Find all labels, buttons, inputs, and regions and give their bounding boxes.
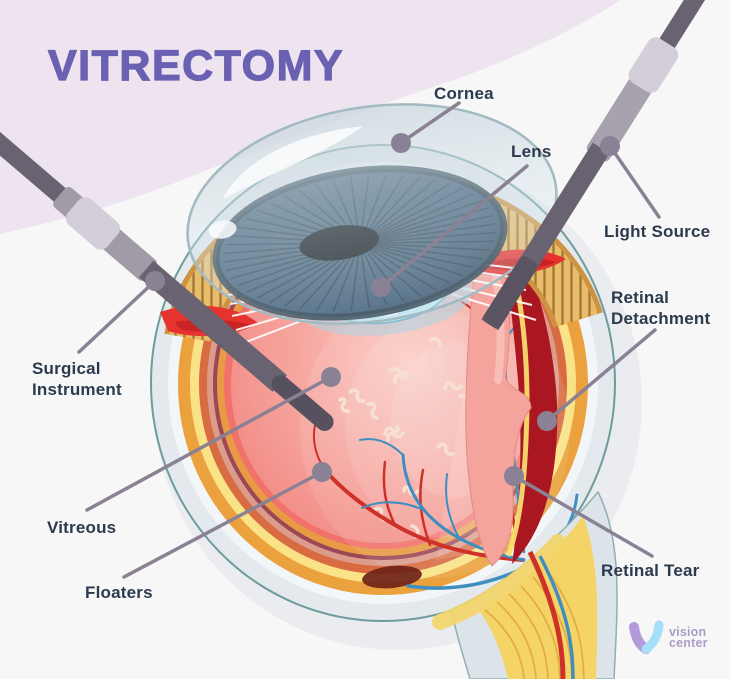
label-surgical-instrument: Surgical Instrument [32, 359, 122, 400]
cornea-dome [186, 103, 558, 325]
lens-leader-line [379, 164, 529, 289]
vitreous-leader-dot [321, 367, 341, 387]
surgical-instrument-rod [0, 111, 334, 431]
retinal-tear-leader-line [512, 474, 654, 558]
surgical-instrument-leader-dot [145, 271, 165, 291]
background-blob [0, 0, 620, 234]
retinal-detachment-leader-dot [537, 411, 557, 431]
page-title: VITRECTOMY [47, 41, 345, 90]
leader-lines [77, 101, 661, 579]
surgical-instrument-leader-line [77, 279, 157, 354]
light-source-rod [481, 0, 720, 331]
logo-line1: vision [669, 624, 707, 639]
light-source-leader-line [608, 144, 661, 219]
macula-dark-spot [362, 565, 422, 589]
vitreous-leader-line [85, 375, 333, 512]
label-cornea: Cornea [434, 84, 494, 103]
label-retinal-tear: Retinal Tear [601, 561, 700, 580]
optic-nerve [432, 490, 618, 679]
eyeball [150, 103, 616, 622]
light-source-leader-dot [600, 136, 620, 156]
floaters-leader-line [122, 470, 324, 579]
label-floaters: Floaters [85, 583, 153, 602]
label-retinal-detachment: Retinal Detachment [611, 288, 711, 329]
vision-center-logo: vision center [627, 620, 708, 656]
floaters-leader-dot [312, 462, 332, 482]
lens-leader-dot [371, 277, 391, 297]
logo-line2: center [669, 636, 708, 650]
retinal-tear-leader-dot [504, 466, 524, 486]
retinal-detachment-leader-line [545, 328, 657, 423]
label-lens: Lens [511, 142, 552, 161]
label-vitreous: Vitreous [47, 518, 117, 537]
cornea-leader-dot [391, 133, 411, 153]
v-check-heart-icon [629, 620, 664, 654]
leader-dots [145, 133, 620, 486]
label-light-source: Light Source [604, 222, 711, 241]
logo-text: vision center [669, 624, 708, 650]
cornea-leader-line [400, 101, 461, 144]
